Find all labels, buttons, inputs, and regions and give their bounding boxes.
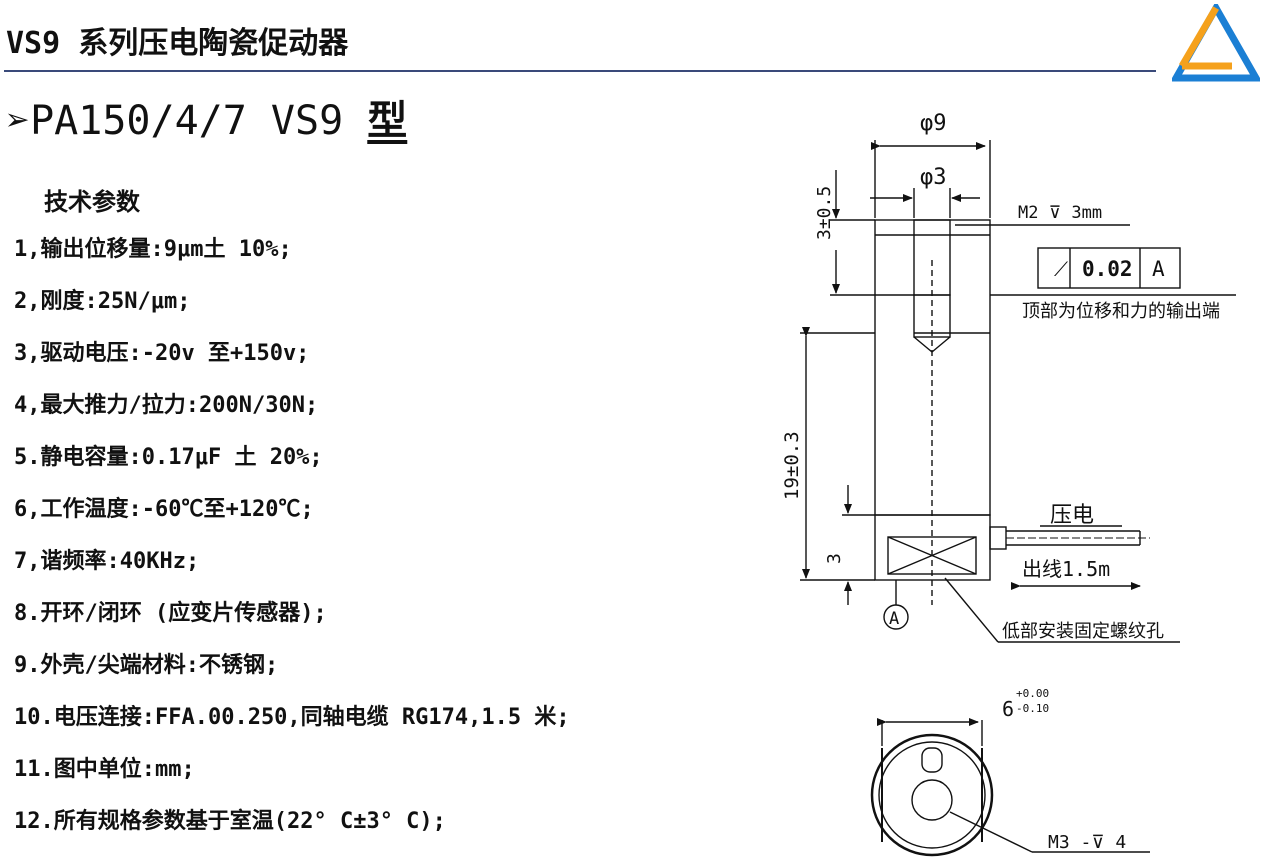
spec-item: 4,最大推力/拉力:200N/30N; (14, 393, 319, 418)
tolerance-datum: A (1152, 257, 1165, 281)
dim-label-flat: 6 (1002, 697, 1014, 721)
spec-item: 6,工作温度:-60℃至+120℃; (14, 497, 314, 522)
dim-label-base: 3 (824, 553, 845, 564)
bottom-view-slot (921, 747, 943, 773)
base-cross-b (887, 536, 977, 575)
model-suffix: 型 (367, 98, 408, 144)
spec-item: 8.开环/闭环 (应变片传感器); (14, 601, 327, 626)
model-name: PA150/4/7 VS9 (30, 98, 344, 144)
spec-item: 7,谐频率:40KHz; (14, 549, 200, 574)
technical-drawing: φ9 φ3 M2 ⊽ 3mm 3±0.5 ⟋ 0.02 A 顶部为位移和力的输出… (781, 111, 1236, 857)
spec-item: 1,输出位移量:9μm土 10%; (14, 237, 292, 262)
note-top-output: 顶部为位移和力的输出端 (1022, 301, 1220, 322)
spec-section-heading: 技术参数 (44, 188, 140, 216)
bottom-view-hole (911, 779, 953, 821)
spec-list: 1,输出位移量:9μm土 10%; 2,刚度:25N/μm; 3,驱动电压:-2… (14, 228, 570, 852)
bullet-arrow-icon: ➢ (6, 98, 31, 144)
spec-item: 5.静电容量:0.17μF 土 20%; (14, 445, 323, 470)
model-title: ➢PA150/4/7 VS9 型 (6, 88, 407, 146)
dim-label-3-top: 3±0.5 (814, 186, 835, 240)
dim-label-phi3: φ3 (920, 165, 947, 190)
dim-label-flat-lower: -0.10 (1016, 702, 1049, 715)
spec-item: 12.所有规格参数基于室温(22° C±3° C); (14, 809, 446, 834)
bottom-view-inner (878, 741, 986, 849)
lead-connector (989, 526, 1007, 550)
bottom-note-leader (944, 577, 999, 643)
dim-label-phi9: φ9 (920, 111, 947, 136)
spec-item: 2,刚度:25N/μm; (14, 289, 191, 314)
label-lead-length: 出线1.5m (1022, 557, 1110, 581)
dim-label-19: 19±0.3 (781, 431, 803, 500)
thread-bottom-leader (949, 811, 1033, 853)
tolerance-value: 0.02 (1082, 257, 1133, 281)
datum-label: A (889, 609, 899, 629)
header-divider (4, 70, 1156, 72)
tolerance-frame (1037, 247, 1181, 289)
note-bottom-mount: 低部安装固定螺纹孔 (1002, 621, 1164, 642)
spec-item: 10.电压连接:FFA.00.250,同轴电缆 RG174,1.5 米; (14, 705, 570, 730)
spec-item: 9.外壳/尖端材料:不锈钢; (14, 653, 279, 678)
label-piezo: 压电 (1050, 503, 1094, 528)
spec-item: 11.图中单位:mm; (14, 757, 195, 782)
page-header-title: VS9 系列压电陶瓷促动器 (6, 26, 349, 61)
spec-item: 3,驱动电压:-20v 至+150v; (14, 341, 310, 366)
bottom-view-outer (870, 733, 994, 857)
dim-label-flat-upper: +0.00 (1016, 687, 1049, 700)
logo-stroke-orange-left (1178, 6, 1220, 68)
thread-bottom-label: M3 -⊽ 4 (1048, 832, 1126, 853)
tolerance-symbol: ⟋ (1054, 257, 1068, 281)
thread-top-label: M2 ⊽ 3mm (1018, 203, 1102, 223)
brand-logo-icon (1172, 4, 1260, 82)
base-thread-box (887, 536, 977, 575)
